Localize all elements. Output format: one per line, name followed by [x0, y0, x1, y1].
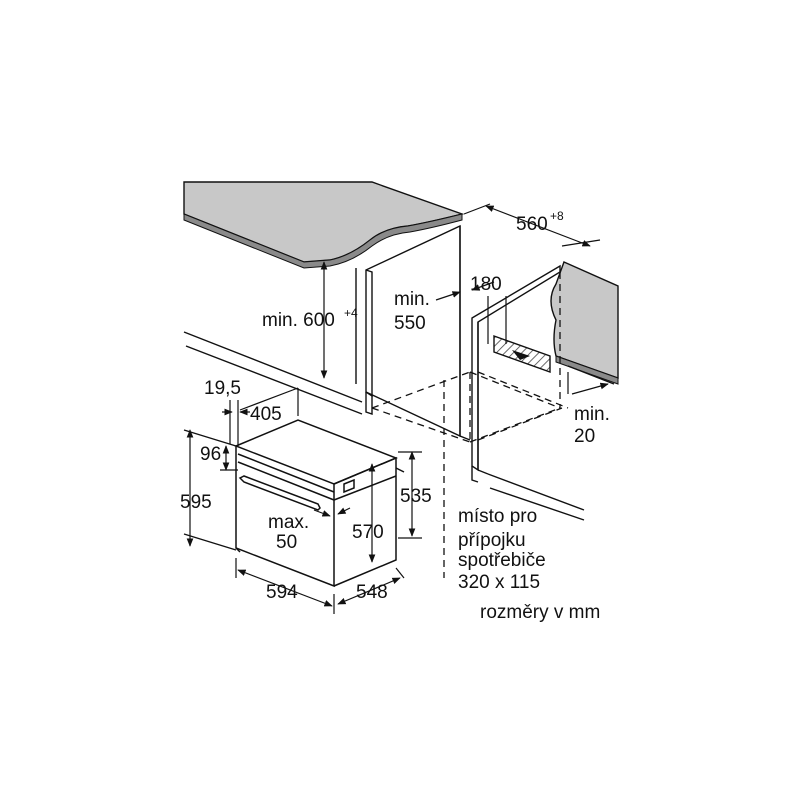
dim-535: 535 — [398, 451, 432, 539]
worktop-left — [183, 181, 465, 269]
dim-405: 405 — [239, 387, 299, 425]
label-20-a: min. — [574, 404, 610, 425]
dim-548: 548 — [337, 567, 405, 605]
label-600-tol: +4 — [344, 306, 358, 320]
label-96: 96 — [200, 444, 221, 465]
label-560: 560 — [516, 214, 548, 235]
units-label: rozměry v mm — [480, 602, 600, 623]
cabinet-left-panel — [355, 224, 471, 441]
label-560-tol: +8 — [550, 209, 564, 223]
worktop-right — [550, 261, 619, 385]
label-548: 548 — [356, 582, 388, 603]
dim-96: 96 — [200, 444, 238, 471]
note-line-4: 320 x 115 — [458, 572, 540, 593]
niche-outline — [371, 272, 569, 578]
cabinet-right-panel — [471, 264, 561, 483]
label-405: 405 — [250, 404, 282, 425]
label-600: min. 600 — [262, 310, 335, 331]
note-line-2: přípojku — [458, 530, 526, 551]
dim-19-5: 19,5 — [204, 378, 250, 446]
dim-594: 594 — [235, 558, 335, 614]
label-180: 180 — [470, 274, 502, 295]
dim-180: 180 — [470, 274, 507, 344]
dim-20: min. 20 — [567, 372, 610, 447]
oven — [233, 419, 405, 588]
label-19-5: 19,5 — [204, 378, 241, 399]
label-550-a: min. — [394, 289, 430, 310]
label-535: 535 — [400, 486, 432, 507]
connection-note: místo pro přípojku spotřebiče 320 x 115 — [458, 506, 546, 593]
note-line-3: spotřebiče — [458, 550, 546, 571]
note-line-1: místo pro — [458, 506, 537, 527]
connection-area — [493, 335, 551, 373]
label-550-b: 550 — [394, 313, 426, 334]
dim-550: min. 550 — [394, 281, 495, 334]
label-20-b: 20 — [574, 426, 595, 447]
label-595: 595 — [180, 492, 212, 513]
label-max-a: max. — [268, 512, 309, 533]
dim-max-50: max. 50 — [268, 507, 351, 553]
floor-lines — [183, 331, 615, 521]
label-570: 570 — [352, 522, 384, 543]
dim-595: 595 — [180, 429, 237, 551]
label-max-b: 50 — [276, 532, 297, 553]
dim-570: 570 — [352, 463, 384, 563]
dim-600: min. 600 +4 — [262, 261, 358, 379]
dim-560: 560 +8 — [463, 203, 601, 247]
label-594: 594 — [266, 582, 298, 603]
